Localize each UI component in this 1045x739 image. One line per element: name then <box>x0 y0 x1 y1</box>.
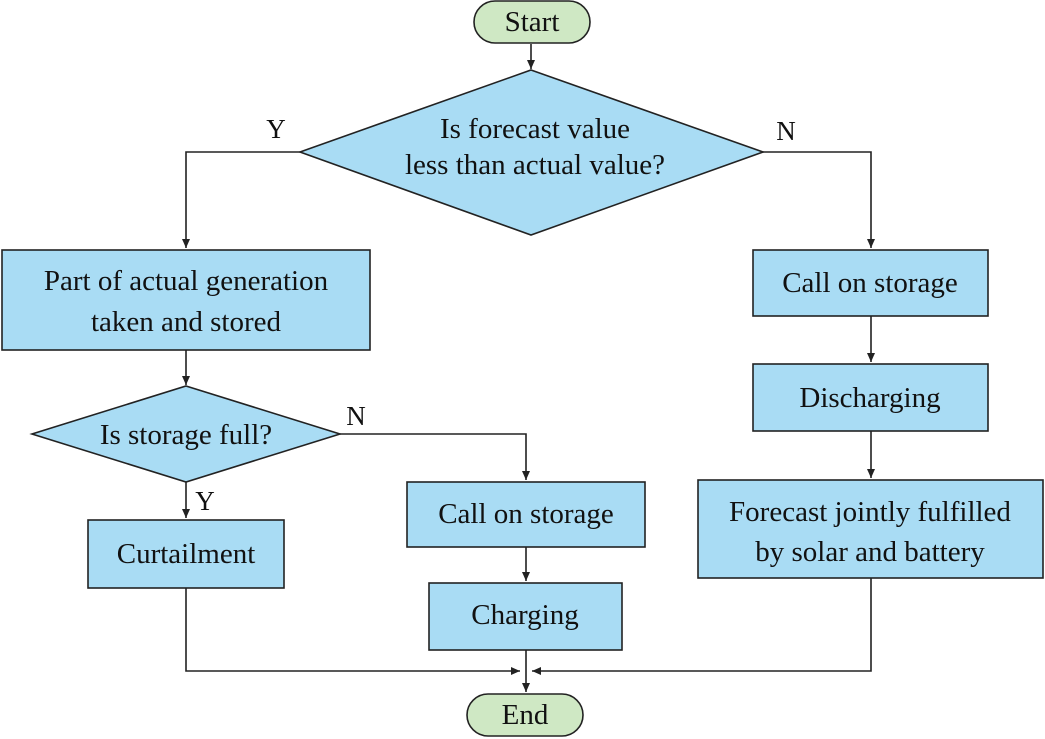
call-storage-right-node: Call on storage <box>752 249 989 317</box>
call-storage-left-shape <box>406 481 646 548</box>
decision-storage-label: Is storage full? <box>100 419 272 451</box>
charging-node: Charging <box>428 582 623 651</box>
label-forecast-no: N <box>776 116 796 146</box>
label-storage-no: N <box>346 401 366 431</box>
call-storage-left-node: Call on storage <box>406 481 646 548</box>
part-stored-node: Part of actual generation taken and stor… <box>1 249 371 351</box>
decision-forecast-shape <box>297 69 766 236</box>
part-stored-shape <box>1 249 371 351</box>
charging-label: Charging <box>471 599 578 631</box>
curtailment-shape <box>87 519 285 589</box>
forecast-fulfilled-node: Forecast jointly fulfilled by solar and … <box>697 479 1044 579</box>
discharging-node: Discharging <box>752 363 989 432</box>
decision-forecast-node: Is forecast value less than actual value… <box>297 69 766 236</box>
part-stored-line-1: Part of actual generation <box>44 265 329 297</box>
edge-fulfilled-to-merge <box>532 578 872 675</box>
decision-forecast-line-1: Is forecast value <box>440 113 630 145</box>
forecast-fulfilled-line-2: by solar and battery <box>755 536 985 568</box>
end-label: End <box>502 699 549 731</box>
decision-forecast-line-2: less than actual value? <box>405 149 665 181</box>
decision-storage-node: Is storage full? <box>29 385 343 483</box>
forecast-fulfilled-line-1: Forecast jointly fulfilled <box>729 496 1011 528</box>
edge-storage-no <box>340 433 530 480</box>
edge-decision-yes <box>182 151 300 248</box>
forecast-fulfilled-shape <box>697 479 1044 579</box>
edge-decision-no <box>763 151 875 248</box>
curtailment-label: Curtailment <box>117 538 256 570</box>
label-storage-yes: Y <box>195 486 215 516</box>
edge-labels: Y N N Y <box>195 114 796 516</box>
start-node: Start <box>473 0 591 44</box>
end-node: End <box>466 693 584 737</box>
curtailment-node: Curtailment <box>87 519 285 589</box>
call-storage-right-shape <box>752 249 989 317</box>
start-label: Start <box>505 6 560 38</box>
call-storage-right-label: Call on storage <box>782 267 958 299</box>
charging-shape <box>428 582 623 651</box>
start-shape <box>473 0 591 44</box>
call-storage-left-label: Call on storage <box>438 498 614 530</box>
discharging-shape <box>752 363 989 432</box>
edge-curtailment-to-merge <box>185 588 520 675</box>
decision-storage-shape <box>29 385 343 483</box>
label-forecast-yes: Y <box>266 114 286 144</box>
end-shape <box>466 693 584 737</box>
discharging-label: Discharging <box>799 382 940 414</box>
edges <box>182 44 875 692</box>
part-stored-line-2: taken and stored <box>91 306 282 338</box>
